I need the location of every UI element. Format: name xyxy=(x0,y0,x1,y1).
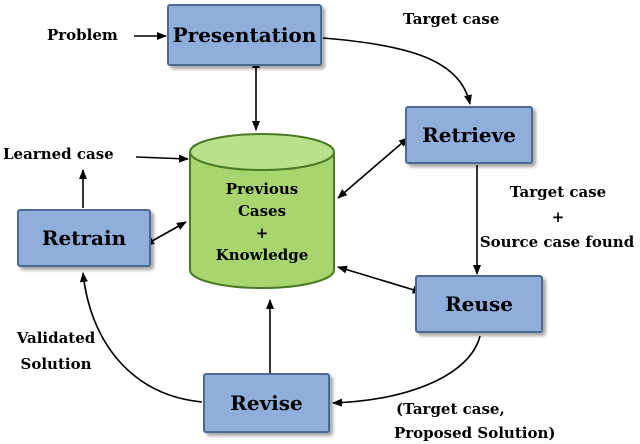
arrow-revise-to-retrain xyxy=(79,272,203,403)
arrow-reuse-to-revise xyxy=(332,335,481,407)
problem-label: Problem xyxy=(47,26,118,44)
knowledge-database xyxy=(189,133,335,289)
presentation-box: Presentation xyxy=(167,4,322,66)
arrow-retrieve-database xyxy=(337,137,409,199)
arrow-retrain-database xyxy=(144,221,187,246)
solution-label: Solution xyxy=(20,355,92,373)
revise-box: Revise xyxy=(203,373,330,433)
database-top xyxy=(189,133,335,171)
arrow-learned-case-to-database xyxy=(135,154,189,163)
target-case-mid-label: Target case xyxy=(509,183,607,201)
database-label-line2: Cases xyxy=(237,202,287,220)
database-label-line3: + xyxy=(255,224,269,242)
arrow-presentation-to-retrieve xyxy=(322,37,472,105)
reuse-box: Reuse xyxy=(415,275,543,333)
target-case-top-label: Target case xyxy=(403,10,500,28)
plus-label: + xyxy=(551,208,565,226)
target-case-paren-label: (Target case, xyxy=(396,400,505,418)
proposed-solution-label: Proposed Solution) xyxy=(394,424,556,442)
database-label: Previous Cases + Knowledge xyxy=(190,178,334,266)
validated-label: Validated xyxy=(16,329,96,347)
learned-case-label: Learned case xyxy=(3,145,114,163)
retrain-box: Retrain xyxy=(17,209,151,267)
database-label-line4: Knowledge xyxy=(215,246,309,264)
arrow-reuse-database xyxy=(337,265,423,294)
database-label-line1: Previous xyxy=(225,180,299,198)
source-case-found-label: Source case found xyxy=(479,233,635,251)
retrieve-box: Retrieve xyxy=(405,106,533,164)
database-body xyxy=(189,152,335,289)
